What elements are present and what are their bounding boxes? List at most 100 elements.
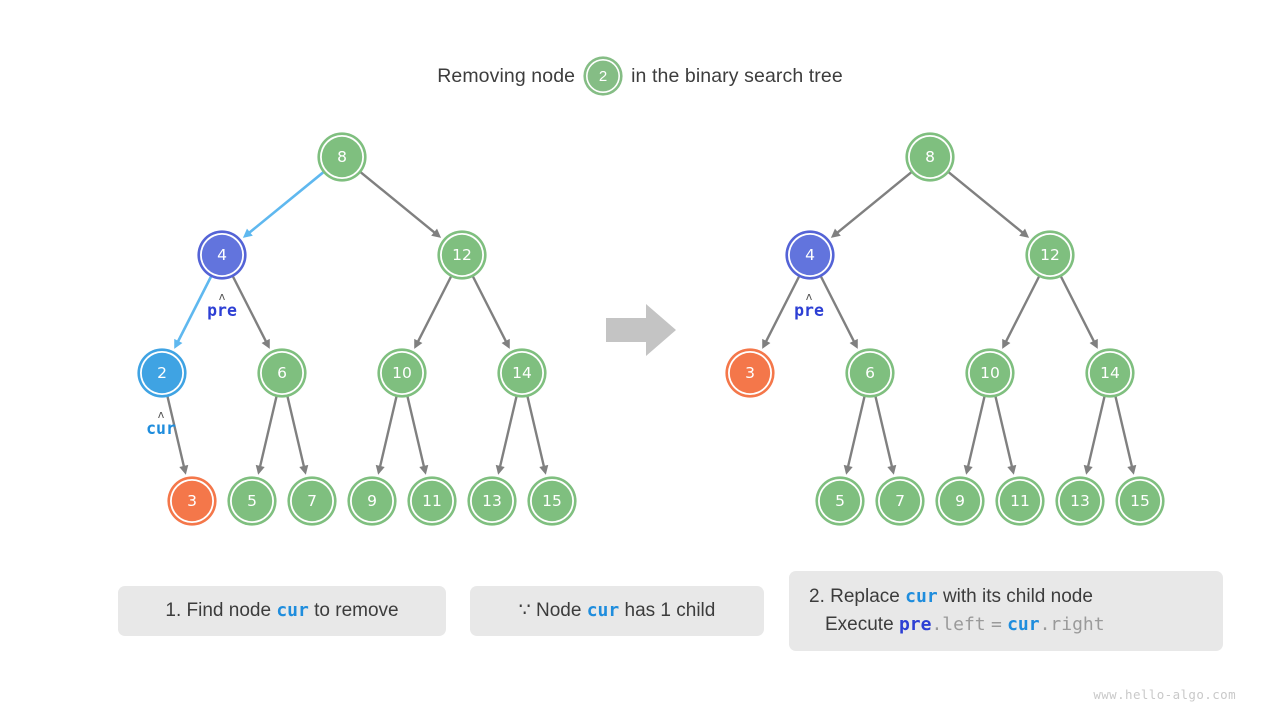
page-title: Removing node 2 in the binary search tre… (0, 56, 1280, 96)
tree-edge (1003, 275, 1041, 346)
step3-line-2: Execute pre.left = cur.right (809, 611, 1223, 639)
tree-edge (359, 170, 439, 236)
edge-arrowhead-icon (1019, 228, 1030, 238)
title-prefix: Removing node (437, 64, 576, 87)
tree-node-15[interactable]: 15 (1118, 479, 1162, 523)
tree-edge (498, 395, 518, 472)
pointer-text: pre (207, 301, 237, 320)
tree-edge (1086, 395, 1106, 472)
tree-node-13[interactable]: 13 (1058, 479, 1102, 523)
tree-node-6[interactable]: 6 (848, 351, 892, 395)
step2-emph-cur: cur (586, 600, 620, 622)
edge-arrowhead-icon (830, 228, 841, 238)
tree-edge (286, 395, 306, 472)
tree-edge (406, 395, 426, 472)
tree-node-13[interactable]: 13 (470, 479, 514, 523)
tree-node-4[interactable]: 4 (200, 233, 244, 277)
edge-arrowhead-icon (849, 338, 858, 349)
tree-node-12[interactable]: 12 (1028, 233, 1072, 277)
step3-right-field: right (1050, 614, 1105, 635)
tree-node-15[interactable]: 15 (530, 479, 574, 523)
tree-node-9[interactable]: 9 (938, 479, 982, 523)
watermark: www.hello-algo.com (1093, 687, 1236, 702)
step3-execute-label: Execute (825, 614, 894, 635)
edge-arrowhead-icon (375, 464, 385, 475)
step1-index: 1. (165, 600, 182, 622)
step3-emph-cur: cur (905, 586, 938, 608)
edge-arrowhead-icon (179, 464, 189, 475)
tree-edge (846, 395, 866, 472)
title-node-badge: 2 (586, 59, 621, 93)
edge-arrowhead-icon (539, 464, 549, 475)
tree-edge (378, 395, 398, 472)
caret-up-icon: ʌ (805, 290, 813, 303)
caret-up-icon: ʌ (157, 408, 165, 421)
caption-step-1: 1. Find node cur to remove (118, 586, 446, 636)
edge-arrowhead-icon (299, 464, 309, 475)
edge-arrowhead-icon (501, 338, 510, 349)
tree-edge (994, 395, 1014, 472)
edge-arrowhead-icon (414, 338, 423, 349)
caption-step-2: 2. Replace cur with its child node Execu… (789, 571, 1223, 651)
step3-equals: = (990, 614, 1002, 635)
tree-edge (471, 275, 509, 346)
tree-edge (526, 395, 546, 472)
tree-node-5[interactable]: 5 (818, 479, 862, 523)
tree-node-10[interactable]: 10 (968, 351, 1012, 395)
step3-line-1: 2. Replace cur with its child node (809, 583, 1223, 611)
tree-node-14[interactable]: 14 (500, 351, 544, 395)
caption-step-reason: ∵ Node cur has 1 child (470, 586, 764, 636)
tree-node-9[interactable]: 9 (350, 479, 394, 523)
tree-node-2[interactable]: 2 (140, 351, 184, 395)
step1-emph-cur: cur (276, 600, 309, 622)
pointer-text: pre (794, 301, 824, 320)
tree-edge (1059, 275, 1097, 346)
edge-arrowhead-icon (1007, 464, 1017, 475)
tree-node-12[interactable]: 12 (440, 233, 484, 277)
tree-edge (966, 395, 986, 472)
right-arrow-icon (606, 302, 676, 358)
tree-node-8[interactable]: 8 (320, 135, 364, 179)
step3-dot-2: . (1039, 614, 1051, 635)
tree-node-4[interactable]: 4 (788, 233, 832, 277)
tree-node-7[interactable]: 7 (290, 479, 334, 523)
tree-edge (245, 170, 325, 237)
pointer-text: cur (146, 419, 176, 438)
caret-up-icon: ʌ (218, 290, 226, 303)
step3-dot-1: . (931, 614, 943, 635)
edge-arrowhead-icon (1089, 338, 1098, 349)
tree-node-7[interactable]: 7 (878, 479, 922, 523)
step2-text-before: Node (536, 600, 582, 622)
tree-node-11[interactable]: 11 (410, 479, 454, 523)
tree-node-10[interactable]: 10 (380, 351, 424, 395)
step3-left-field: left (942, 614, 986, 635)
tree-node-6[interactable]: 6 (260, 351, 304, 395)
tree-node-3[interactable]: 3 (728, 351, 772, 395)
edge-arrowhead-icon (963, 464, 973, 475)
tree-node-3[interactable]: 3 (170, 479, 214, 523)
edge-arrowhead-icon (1083, 464, 1093, 475)
tree-node-8[interactable]: 8 (908, 135, 952, 179)
tree-edge (833, 170, 913, 236)
tree-node-5[interactable]: 5 (230, 479, 274, 523)
title-suffix: in the binary search tree (631, 64, 843, 87)
tree-node-11[interactable]: 11 (998, 479, 1042, 523)
tree-edge (258, 395, 278, 472)
step3-line1-before: Replace (830, 586, 900, 608)
because-symbol: ∵ (518, 600, 531, 622)
edge-arrowhead-icon (495, 464, 505, 475)
tree-node-14[interactable]: 14 (1088, 351, 1132, 395)
edge-arrowhead-icon (255, 464, 265, 475)
tree-edge (947, 170, 1027, 236)
step1-text-before: Find node (186, 600, 272, 622)
step2-text-after: has 1 child (624, 600, 716, 622)
step3-index: 2. (809, 586, 825, 608)
tree-edge (1114, 395, 1134, 472)
edge-arrowhead-icon (843, 464, 853, 475)
step3-line1-after: with its child node (942, 586, 1093, 608)
edge-arrowhead-icon (174, 338, 183, 349)
edge-arrowhead-icon (887, 464, 897, 475)
